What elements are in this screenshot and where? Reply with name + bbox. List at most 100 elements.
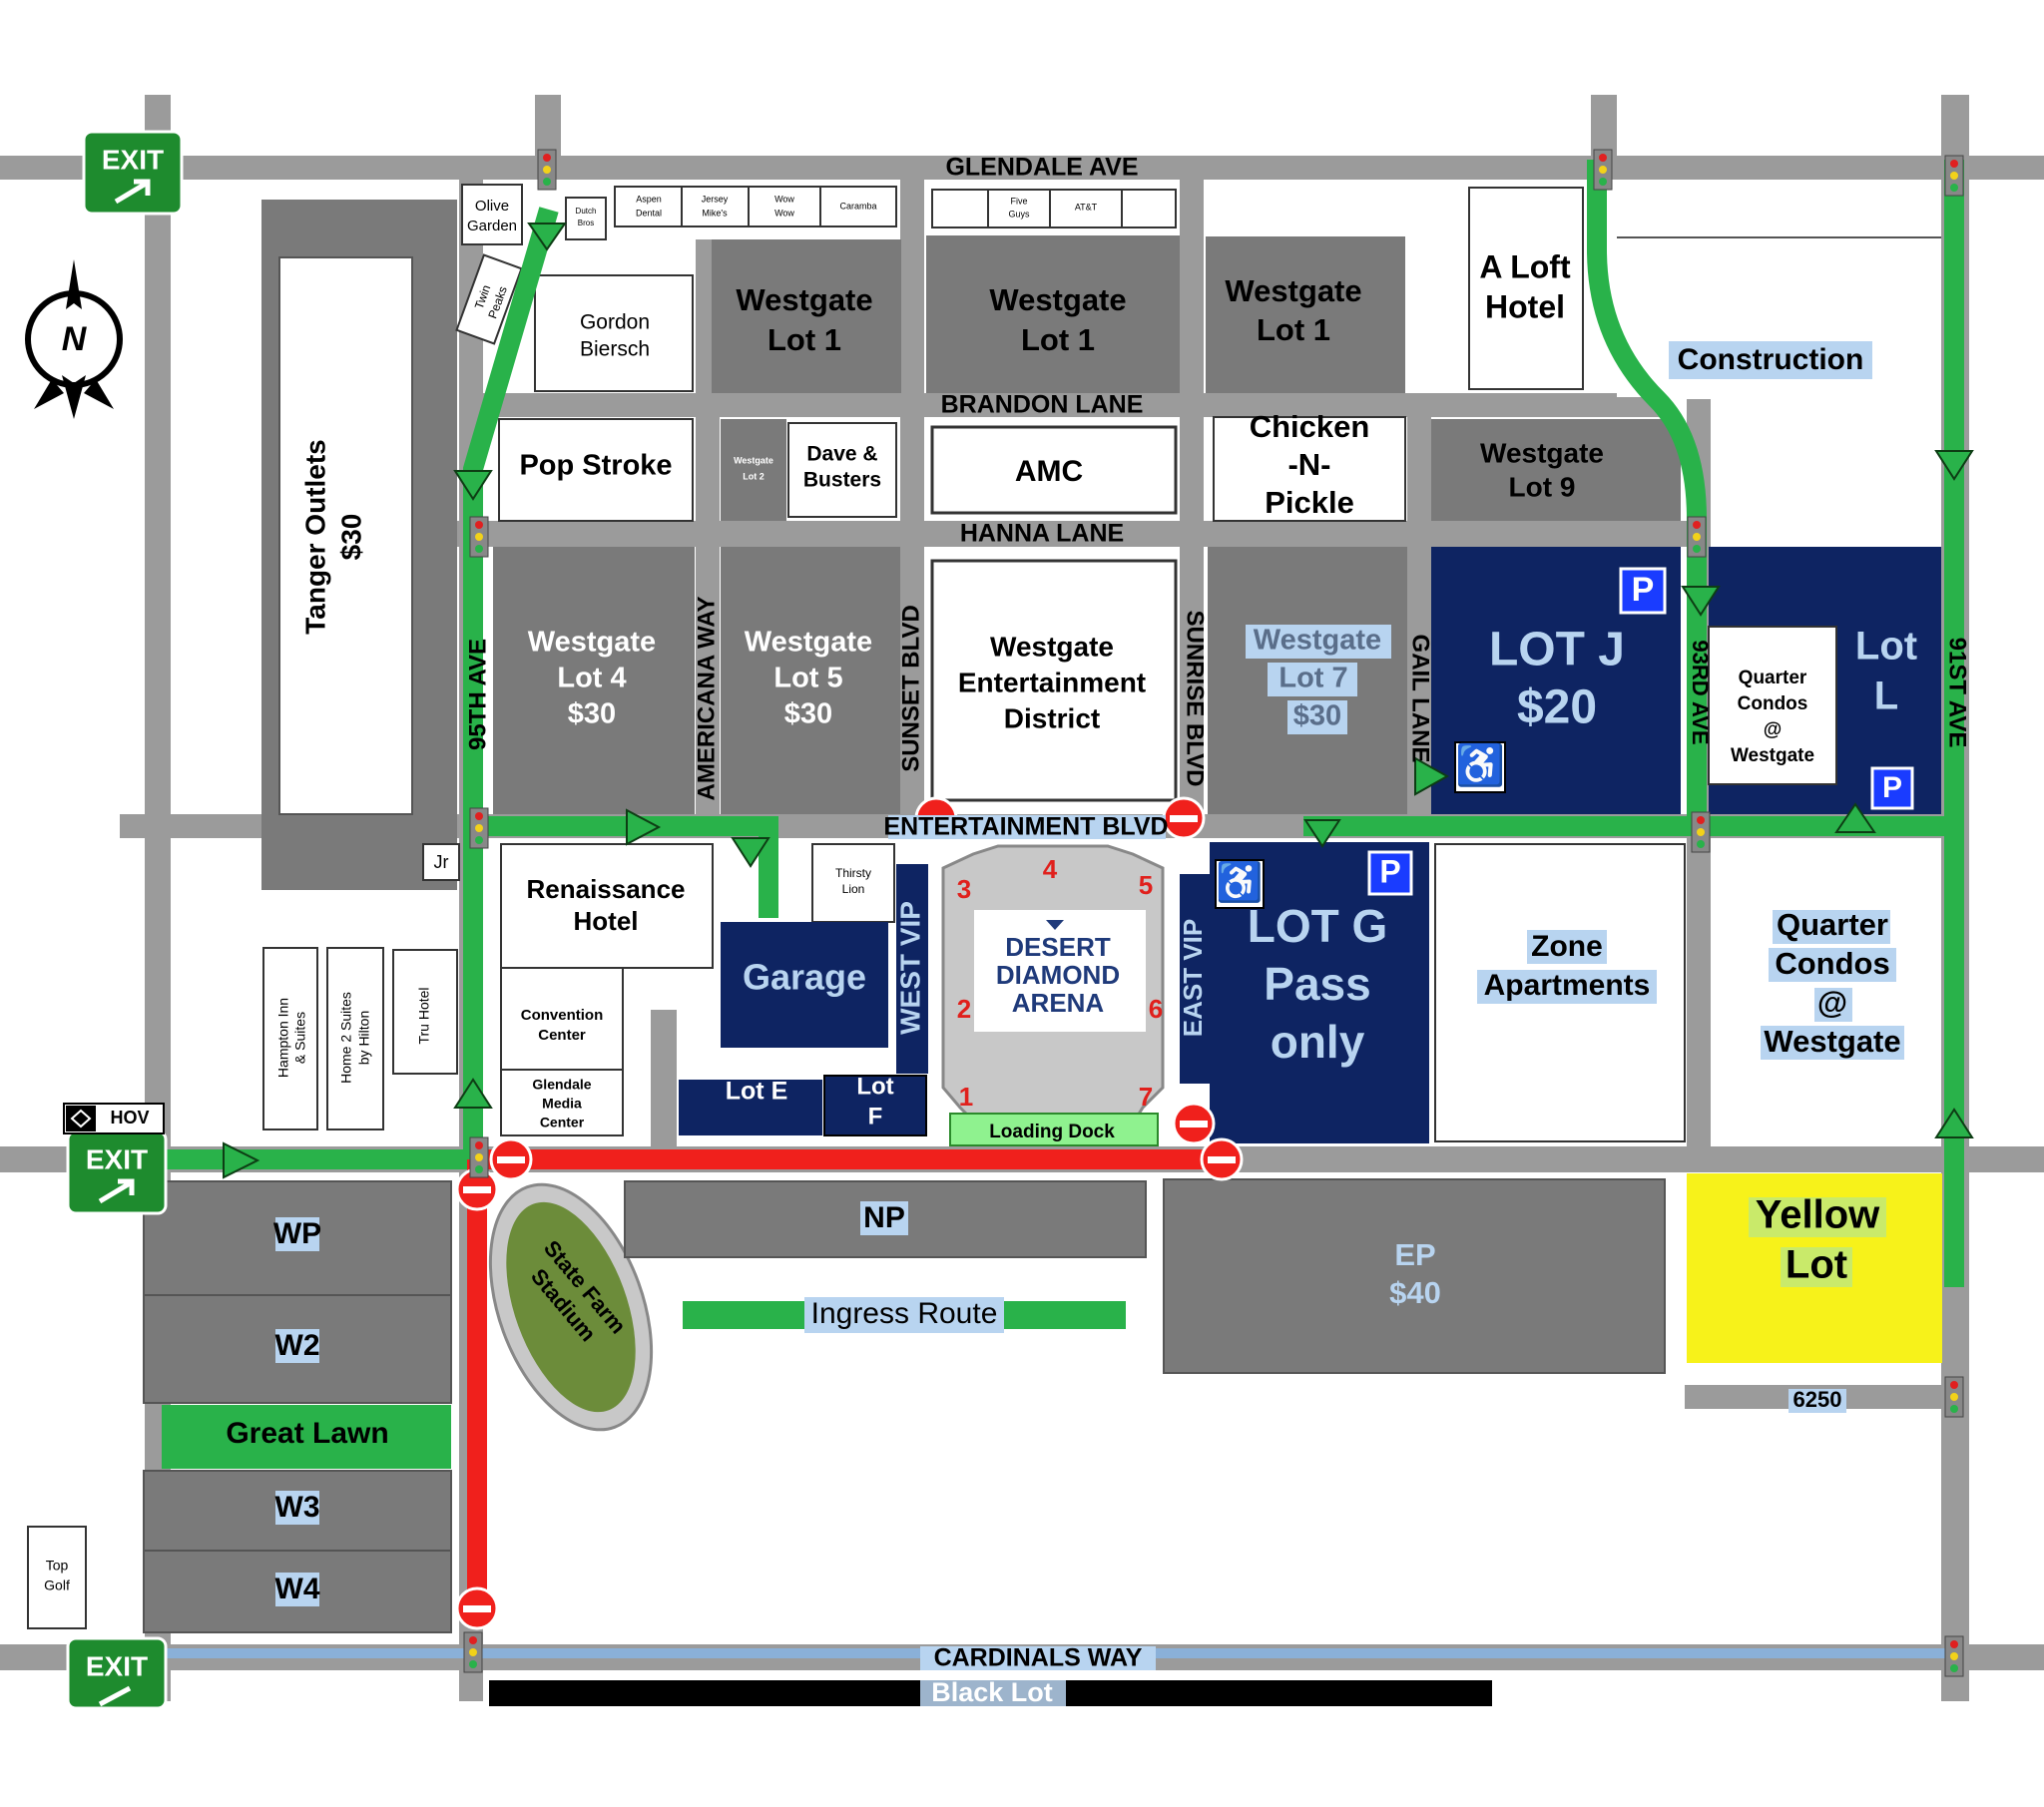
lot-ep [1163,1178,1666,1374]
construction-highlight [1669,341,1872,379]
entertainment-blvd-label: ENTERTAINMENT BLVD [883,813,1168,841]
westgate-lot1-b-label-2: Lot 1 [1021,322,1095,357]
lot-f [823,1075,927,1136]
qc-label-2: Condos [1775,946,1889,981]
quarter-small-4: Westgate [1731,745,1814,766]
exit-sign-hov: EXIT [66,1129,168,1215]
lot-e-label: Lot E [726,1078,788,1106]
gordon-biersch-box [534,274,694,392]
chicken-label-2: -N- [1287,447,1330,482]
traffic-light-icon [1944,155,1964,197]
aspen-dental-label-2: Dental [636,208,662,218]
green-entertainment-west [473,816,778,918]
tanger-building [278,256,413,815]
a-loft-label-2: Hotel [1485,288,1565,324]
arrow-down-lot-g [1303,819,1341,848]
tanger-label: Tanger Outlets [299,439,330,635]
closure-icon [1200,1137,1244,1181]
amc-label: AMC [1015,455,1083,488]
top-golf-label-2: Golf [44,1578,70,1593]
five-guys-label: Five [1010,196,1027,206]
quarter-condos-small [1708,626,1837,785]
traffic-light-icon [1944,1635,1964,1677]
convention-label-2: Center [538,1027,586,1044]
hampton-label-1: Hampton Inn [275,998,291,1078]
pop-stroke [498,418,694,522]
entertainment-label-bg [888,815,1166,839]
westgate-lot9 [1431,419,1681,521]
lot-j-parking-icon-letter: P [1632,571,1655,609]
gordon-biersch-label: Gordon [580,311,650,334]
6250-label: 6250 [1793,1387,1842,1412]
qc-highlight-3 [1814,988,1852,1022]
traffic-light-icon [469,516,489,558]
sunrise-blvd-label: SUNRISE BLVD [1182,611,1209,787]
glendale-ave-label: GLENDALE AVE [945,154,1138,182]
east-vip [1180,874,1210,1084]
wow-wow-label-2: Wow [774,208,794,218]
ingress-highlight [804,1297,1004,1333]
chicken-label-1: Chicken [1250,409,1370,444]
garage-label: Garage [743,957,866,998]
qc-highlight-4 [1761,1026,1904,1060]
lot-g-parking-icon [1367,850,1413,896]
lot4-label-1: Westgate [528,627,656,659]
diamond-icon [1046,920,1064,930]
exit-label: EXIT [86,1650,148,1681]
westgate-lot1-b [926,235,1180,393]
arena-label-3: ARENA [1012,988,1105,1018]
great-lawn [162,1405,451,1469]
thirsty-lion-label-1: Thirsty [835,866,871,880]
lot-j-parking-icon [1619,567,1667,615]
lot7-label-1: Westgate [1254,625,1381,657]
cardinals-label-bg [920,1646,1156,1670]
lot-f-label-1: Lot [856,1073,893,1100]
gordon-biersch-label-2: Biersch [580,338,650,361]
arrow-down-95th-top [527,223,567,251]
w4-highlight [275,1573,319,1606]
quarter-small-3: @ [1764,719,1783,740]
traffic-light-icon [1687,516,1707,558]
gate-1: 1 [959,1082,973,1112]
dutch-bros-box [565,197,607,240]
lot5-label-2: Lot 5 [773,663,842,694]
yellow-highlight-2 [1781,1247,1852,1287]
westgate-entertainment-district [930,559,1178,802]
qc-highlight-1 [1773,910,1890,944]
arena-label-2: DIAMOND [996,960,1120,990]
95th-ave-label: 95TH AVE [464,639,491,750]
gate-2: 2 [957,994,971,1024]
gate-5: 5 [1139,870,1153,900]
westgate-lot4 [493,547,695,814]
lot-g-label-2: Pass [1264,958,1370,1010]
loading-dock-label: Loading Dock [989,1122,1115,1142]
sunset-blvd-label: SUNSET BLVD [897,605,924,772]
lot-j-label: LOT J [1489,624,1625,677]
dave-busters-label-2: Busters [803,469,881,492]
brandon-lane-road [479,393,1667,417]
americana-way-label: AMERICANA WAY [693,597,720,801]
westgate-lot1-c-label-1: Westgate [1225,273,1361,308]
dave-busters-label-1: Dave & [806,443,877,466]
att-label: AT&T [1075,202,1098,212]
renaissance-label-2: Hotel [574,906,639,936]
wed-label-3: District [1004,702,1100,733]
glendale-strip-center: Five Guys AT&T [931,189,1177,228]
westgate-lot2-label-1: Westgate [734,455,773,465]
gail-lane-label: GAIL LANE [1407,635,1434,763]
twin-peaks: Twin Peaks [455,253,523,345]
traffic-light-icon [1593,149,1613,191]
westgate-lot2-label-2: Lot 2 [743,471,765,481]
jersey-mikes-label-2: Mike's [702,208,728,218]
closure-icon [1172,1102,1216,1145]
gate-6: 6 [1149,994,1163,1024]
exit-label: EXIT [86,1143,148,1174]
qc-label-4: Westgate [1764,1024,1900,1059]
top-golf-label-1: Top [46,1558,69,1574]
a-loft-label-1: A Loft [1479,248,1571,284]
traffic-light-icon [1691,811,1711,853]
black-lot-label: Black Lot [931,1677,1053,1707]
quarter-small-2: Condos [1738,693,1808,714]
w4-label: W4 [275,1573,320,1605]
olive-garden-box [461,184,523,245]
